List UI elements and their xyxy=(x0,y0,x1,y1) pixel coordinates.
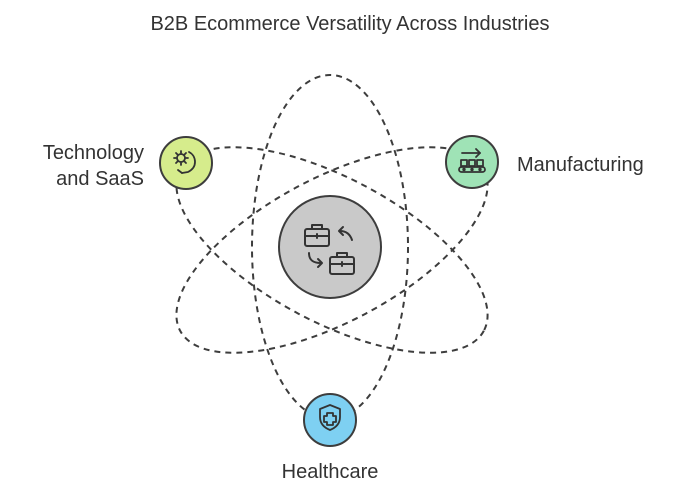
technology-label-line2: and SaaS xyxy=(56,168,144,190)
technology-label: Technology and SaaS xyxy=(10,140,144,192)
technology-node xyxy=(159,136,213,190)
center-node xyxy=(278,195,382,299)
technology-label-line1: Technology xyxy=(42,142,144,164)
gear-hand-icon xyxy=(173,150,196,174)
conveyor-belt-icon xyxy=(458,148,486,173)
manufacturing-label: Manufacturing xyxy=(517,154,644,176)
page-title: B2B Ecommerce Versatility Across Industr… xyxy=(150,13,550,35)
manufacturing-node xyxy=(445,135,499,189)
healthcare-label: Healthcare xyxy=(281,461,379,483)
briefcase-exchange-icon xyxy=(304,224,355,275)
medical-shield-icon xyxy=(319,404,341,431)
healthcare-node xyxy=(303,393,357,447)
